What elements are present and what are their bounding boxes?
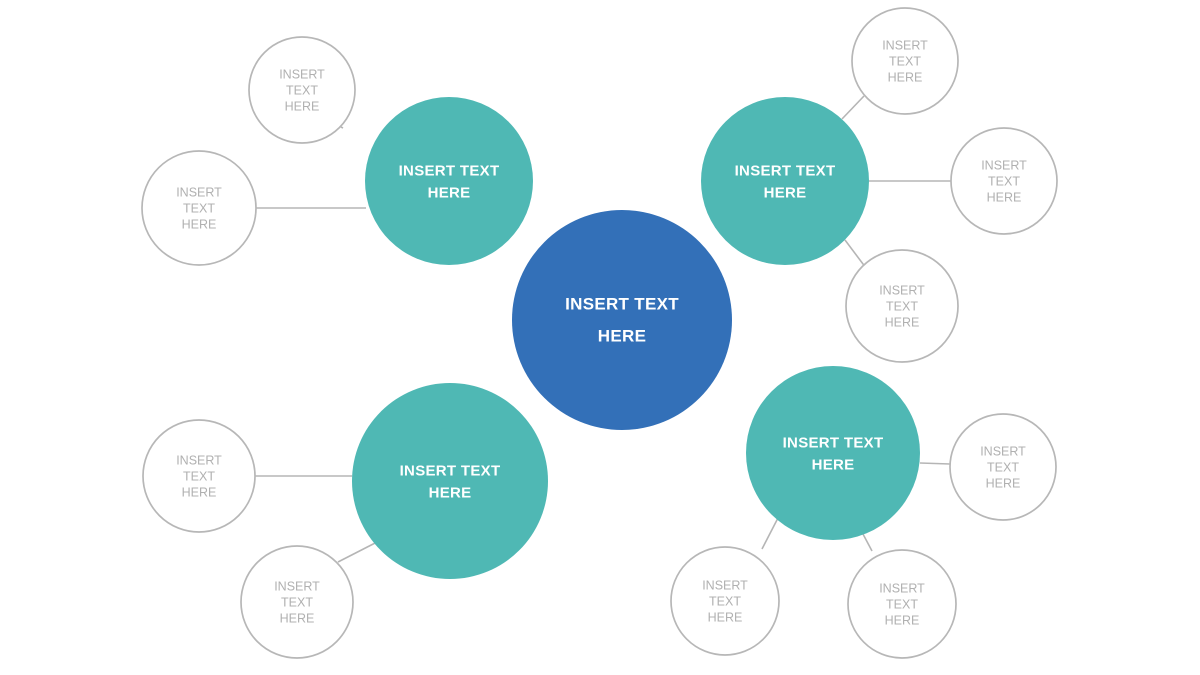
branch-node-branch-top-right[interactable] xyxy=(701,97,869,265)
leaf-node-layer: INSERT TEXT HERE INSERT TEXT HERE INSERT TEXT HE… xyxy=(141,7,1058,659)
leaf-label-leaf-br-2-line-1: INSERT xyxy=(702,579,748,593)
leaf-label-leaf-tr-2-line-1: INSERT xyxy=(981,159,1027,173)
leaf-label-leaf-bl-2-line-1: INSERT xyxy=(274,580,320,594)
leaf-label-leaf-br-3-line-1: INSERT xyxy=(879,582,925,596)
branch-label-branch-bottom-right-line-1: INSERT TEXT xyxy=(783,435,884,452)
leaf-label-leaf-br-1-line-2: TEXT xyxy=(987,461,1019,475)
leaf-node-leaf-bl-2[interactable] xyxy=(240,545,354,659)
leaf-label-leaf-tr-3-line-3: HERE xyxy=(885,316,920,330)
leaf-label-leaf-tr-3-line-1: INSERT xyxy=(879,284,925,298)
leaf-label-leaf-bl-2-line-3: HERE xyxy=(280,612,315,626)
hub-label-line-2: HERE xyxy=(598,327,646,346)
leaf-node-leaf-br-1[interactable] xyxy=(949,413,1057,521)
branch-label-branch-bottom-right-line-2: HERE xyxy=(812,457,855,474)
connector-line xyxy=(841,95,865,120)
leaf-node-leaf-tl-1[interactable] xyxy=(248,36,356,144)
leaf-node-leaf-tr-3[interactable] xyxy=(845,249,959,363)
leaf-label-leaf-tl-1-line-3: HERE xyxy=(285,100,320,114)
branch-label-branch-bottom-left-line-2: HERE xyxy=(429,485,472,502)
branch-label-branch-top-right-line-1: INSERT TEXT xyxy=(735,163,836,180)
leaf-label-leaf-tl-2-line-1: INSERT xyxy=(176,186,222,200)
leaf-label-leaf-br-3-line-3: HERE xyxy=(885,614,920,628)
branch-node-branch-bottom-left[interactable] xyxy=(352,383,548,579)
leaf-label-leaf-bl-1-line-2: TEXT xyxy=(183,470,215,484)
leaf-label-leaf-br-2-line-3: HERE xyxy=(708,611,743,625)
connector-line xyxy=(844,239,867,269)
connector-line xyxy=(761,515,780,550)
leaf-node-leaf-tr-2[interactable] xyxy=(950,127,1058,235)
leaf-node-leaf-tr-1[interactable] xyxy=(851,7,959,115)
leaf-label-leaf-br-2-line-2: TEXT xyxy=(709,595,741,609)
hub-node-layer: INSERT TEXT HERE xyxy=(512,210,732,430)
leaf-label-leaf-bl-2-line-2: TEXT xyxy=(281,596,313,610)
hub-label-line-1: INSERT TEXT xyxy=(565,295,679,314)
leaf-node-leaf-br-2[interactable] xyxy=(670,546,780,656)
leaf-node-leaf-br-3[interactable] xyxy=(847,549,957,659)
leaf-label-leaf-tl-1-line-2: TEXT xyxy=(286,84,318,98)
leaf-node-leaf-tl-2[interactable] xyxy=(141,150,257,266)
leaf-label-leaf-tr-3-line-2: TEXT xyxy=(886,300,918,314)
branch-label-branch-bottom-left-line-1: INSERT TEXT xyxy=(400,463,501,480)
branch-label-branch-top-right-line-2: HERE xyxy=(764,185,807,202)
branch-label-branch-top-left-line-1: INSERT TEXT xyxy=(399,163,500,180)
leaf-label-leaf-bl-1-line-1: INSERT xyxy=(176,454,222,468)
connector-line xyxy=(340,126,344,129)
branch-node-branch-bottom-right[interactable] xyxy=(746,366,920,540)
branch-node-branch-top-left[interactable] xyxy=(365,97,533,265)
leaf-label-leaf-tr-2-line-2: TEXT xyxy=(988,175,1020,189)
leaf-label-leaf-tl-1-line-1: INSERT xyxy=(279,68,325,82)
leaf-node-leaf-bl-1[interactable] xyxy=(142,419,256,533)
leaf-label-leaf-br-1-line-3: HERE xyxy=(986,477,1021,491)
leaf-label-leaf-tr-1-line-1: INSERT xyxy=(882,39,928,53)
branch-label-branch-top-left-line-2: HERE xyxy=(428,185,471,202)
leaf-label-leaf-tr-2-line-3: HERE xyxy=(987,191,1022,205)
leaf-label-leaf-tl-2-line-3: HERE xyxy=(182,218,217,232)
leaf-label-leaf-bl-1-line-3: HERE xyxy=(182,486,217,500)
connector-line xyxy=(919,462,951,465)
connector-line xyxy=(337,539,382,563)
leaf-label-leaf-tl-2-line-2: TEXT xyxy=(183,202,215,216)
leaf-label-leaf-br-3-line-2: TEXT xyxy=(886,598,918,612)
hub-node-center[interactable] xyxy=(512,210,732,430)
leaf-label-leaf-tr-1-line-2: TEXT xyxy=(889,55,921,69)
leaf-label-leaf-br-1-line-1: INSERT xyxy=(980,445,1026,459)
leaf-label-leaf-tr-1-line-3: HERE xyxy=(888,71,923,85)
